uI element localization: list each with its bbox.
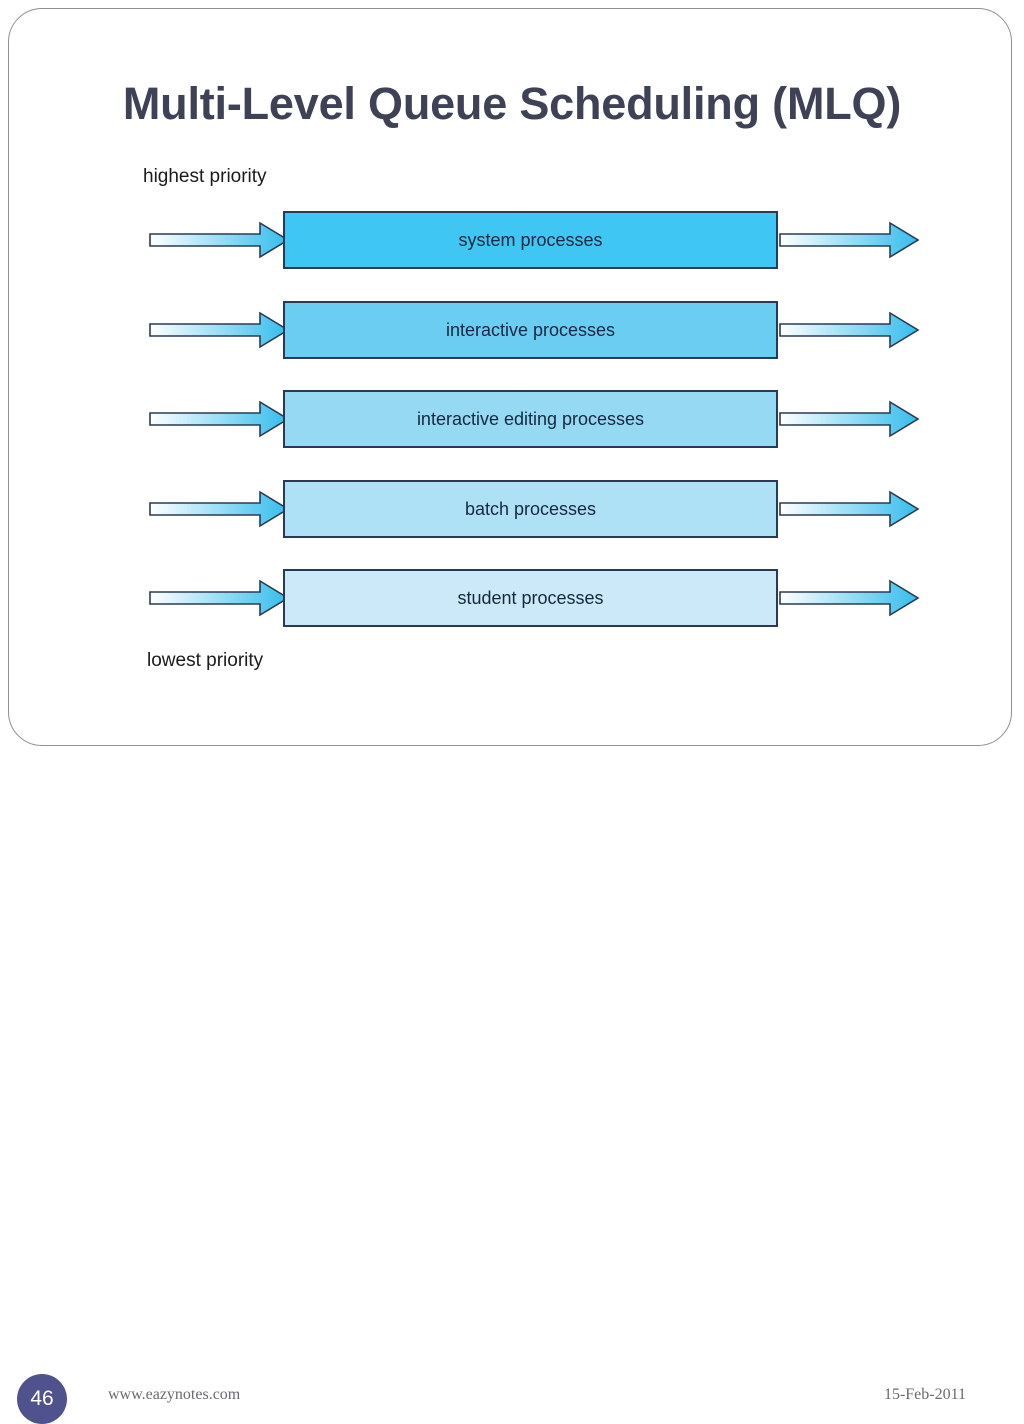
queue-output-arrow-icon — [779, 400, 920, 438]
queue-row: student processes — [148, 569, 920, 627]
slide-footer: 46 www.eazynotes.com 15-Feb-2011 — [0, 678, 1024, 1424]
queue-row: interactive editing processes — [148, 390, 920, 448]
queue-box-label: interactive editing processes — [416, 408, 645, 429]
highest-priority-label: highest priority — [143, 166, 267, 187]
queue-box: interactive editing processes — [283, 390, 778, 448]
slide: Multi-Level Queue Scheduling (MLQ) highe… — [0, 8, 1024, 1424]
queue-input-arrow-icon — [149, 579, 290, 617]
queue-box-label: student processes — [457, 587, 604, 608]
queue-input-arrow-icon — [149, 490, 290, 528]
queue-row: batch processes — [148, 480, 920, 538]
queue-output-arrow-icon — [779, 579, 920, 617]
queue-output-arrow-icon — [779, 490, 920, 528]
queue-box-label: interactive processes — [445, 319, 616, 340]
lowest-priority-label: lowest priority — [147, 650, 264, 671]
queue-row: interactive processes — [148, 301, 920, 359]
queue-row: system processes — [148, 211, 920, 269]
queue-input-arrow-icon — [149, 221, 290, 259]
queue-box-label: system processes — [458, 229, 603, 250]
queue-output-arrow-icon — [779, 311, 920, 349]
queue-box: batch processes — [283, 480, 778, 538]
page-title: Multi-Level Queue Scheduling (MLQ) — [122, 78, 902, 129]
queue-box: student processes — [283, 569, 778, 627]
queue-input-arrow-icon — [149, 311, 290, 349]
queue-output-arrow-icon — [779, 221, 920, 259]
slide-number-badge: 46 — [17, 1374, 67, 1424]
footer-date-text: 15-Feb-2011 — [883, 1386, 966, 1403]
queue-box: interactive processes — [283, 301, 778, 359]
queue-box: system processes — [283, 211, 778, 269]
queue-diagram: system processes interactive processes int… — [148, 211, 920, 627]
queue-input-arrow-icon — [149, 400, 290, 438]
footer-website-text: www.eazynotes.com — [108, 1386, 241, 1403]
queue-box-label: batch processes — [464, 498, 597, 519]
